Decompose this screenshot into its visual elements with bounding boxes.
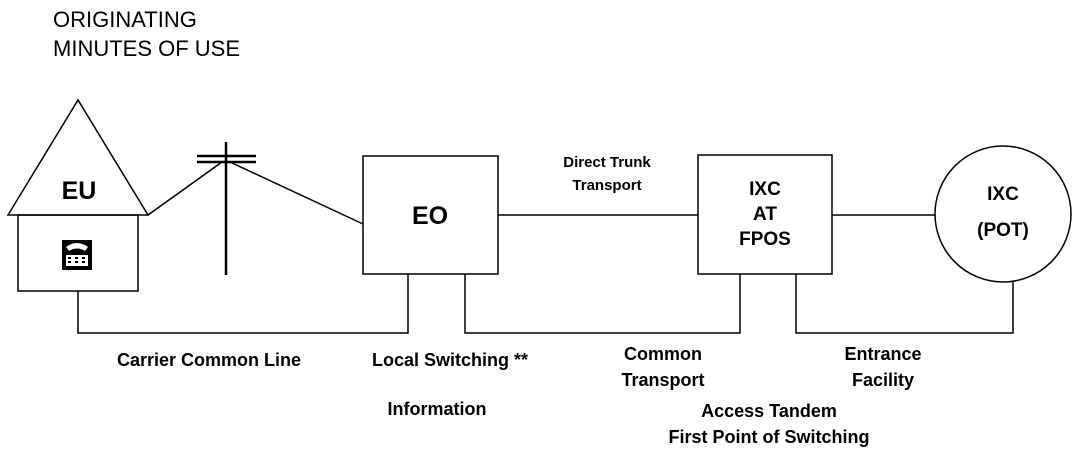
pot-circle [934, 145, 1072, 283]
title-line-2: MINUTES OF USE [53, 36, 240, 61]
eu-label: EU [62, 177, 97, 205]
ixc-tandem-line-2: AT [753, 204, 777, 225]
entrance-facility-label-line-1: Entrance [844, 344, 921, 364]
carrier-common-line-label: Carrier Common Line [117, 350, 301, 370]
ixc-tandem-line-1: IXC [749, 179, 781, 200]
common-transport-label-line-1: Common [624, 344, 702, 364]
telephone-pole-icon [197, 142, 256, 275]
direct-trunk-label-line-1: Direct Trunk [563, 154, 651, 171]
common-transport-label-line-2: Transport [621, 370, 704, 390]
access-tandem-label: Access Tandem [701, 401, 837, 421]
information-label: Information [388, 399, 487, 419]
local-loop-wires [147, 161, 364, 225]
direct-trunk-label-line-2: Transport [572, 177, 641, 194]
entrance-facility-label-line-2: Facility [852, 370, 914, 390]
local-switching-label: Local Switching ** [372, 350, 528, 370]
entrance-facility-bracket [795, 274, 1014, 334]
ixc-pot-line-2: (POT) [977, 220, 1029, 241]
common-transport-bracket [464, 274, 741, 334]
eo-label: EO [412, 202, 448, 230]
ixc-pot-line-1: IXC [987, 184, 1019, 205]
ixc-tandem-line-3: FPOS [739, 229, 791, 250]
title-line-1: ORIGINATING [53, 7, 197, 32]
carrier-common-line-bracket [77, 274, 409, 334]
telephone-icon [62, 240, 92, 270]
first-point-label: First Point of Switching [669, 427, 870, 447]
